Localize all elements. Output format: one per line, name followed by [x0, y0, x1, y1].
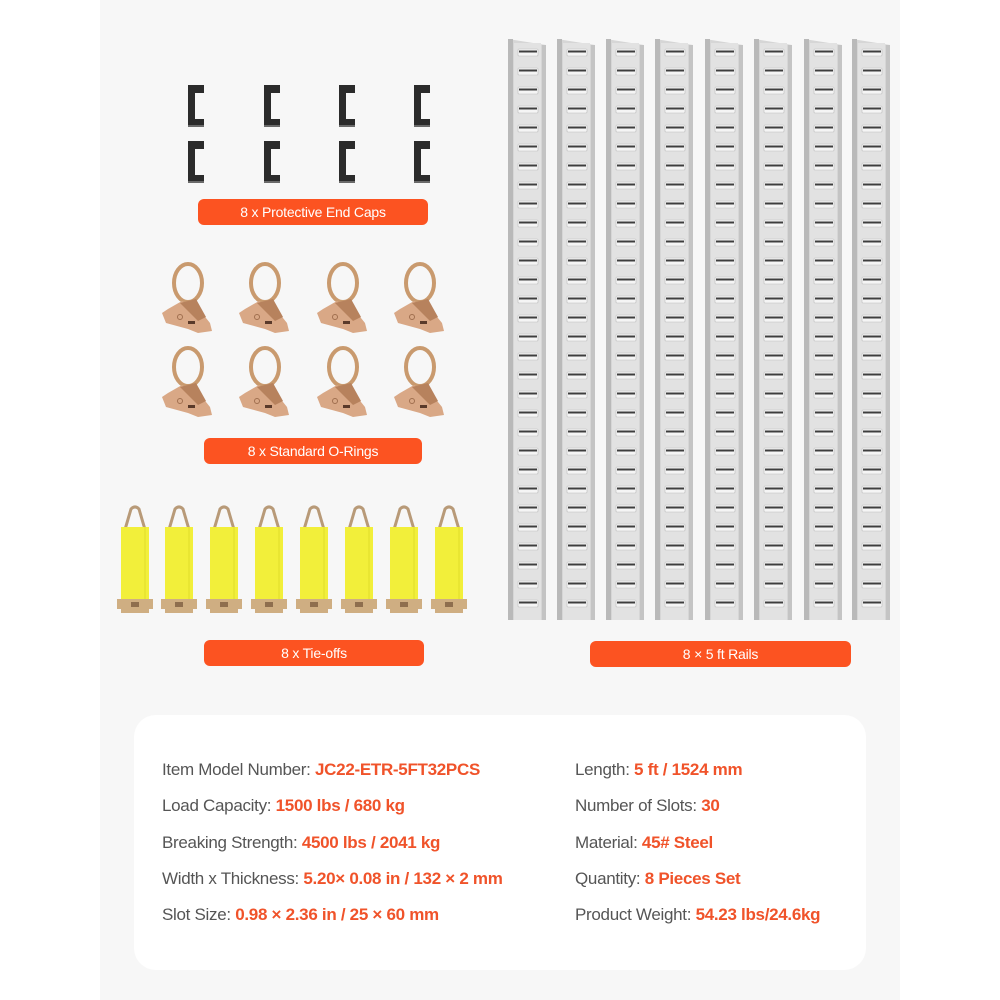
e-track-rail-icon: [752, 35, 796, 620]
spec-label: Load Capacity:: [162, 796, 276, 816]
spec-value: 30: [701, 796, 720, 816]
e-track-rail-icon: [802, 35, 846, 620]
spec-row-breaking-strength: Breaking Strength: 4500 lbs / 2041 kg: [162, 833, 503, 869]
spec-row-slot-size: Slot Size: 0.98 × 2.36 in / 25 × 60 mm: [162, 905, 503, 941]
e-track-rail-icon: [653, 35, 697, 620]
e-track-rail-icon: [555, 35, 599, 620]
tie-off-strap-icon: [340, 505, 378, 615]
end-cap-icon: [338, 84, 356, 128]
o-ring-icon: [235, 345, 293, 421]
tie-off-strap-icon: [385, 505, 423, 615]
spec-row-quantity: Quantity: 8 Pieces Set: [575, 869, 820, 905]
o-ring-icon: [235, 261, 293, 337]
tie-off-strap-icon: [205, 505, 243, 615]
end-cap-icon: [413, 140, 431, 184]
specs-left-column: Item Model Number: JC22-ETR-5FT32PCS Loa…: [162, 760, 503, 941]
o-ring-icon: [158, 261, 216, 337]
tie-off-strap-icon: [430, 505, 468, 615]
end-cap-icon: [187, 84, 205, 128]
o-ring-icon: [390, 261, 448, 337]
spec-label: Material:: [575, 832, 642, 852]
spec-row-load-capacity: Load Capacity: 1500 lbs / 680 kg: [162, 796, 503, 832]
spec-label: Product Weight:: [575, 905, 696, 925]
o-ring-icon: [313, 261, 371, 337]
e-track-rail-icon: [850, 35, 894, 620]
end-cap-icon: [187, 140, 205, 184]
end-cap-icon: [338, 140, 356, 184]
spec-label: Breaking Strength:: [162, 832, 302, 852]
tie-off-strap-icon: [250, 505, 288, 615]
specs-right-column: Length: 5 ft / 1524 mm Number of Slots: …: [575, 760, 821, 941]
tie-off-strap-icon: [160, 505, 198, 615]
spec-label: Length:: [575, 760, 635, 779]
end-cap-icon: [413, 84, 431, 128]
rails-label: 8 × 5 ft Rails: [590, 641, 851, 667]
spec-value: 45# Steel: [641, 832, 713, 852]
specifications-card: Item Model Number: JC22-ETR-5FT32PCS Loa…: [134, 715, 866, 970]
spec-row-product-weight: Product Weight: 54.23 lbs/24.6kg: [575, 905, 821, 941]
spec-value: 8 Pieces Set: [644, 868, 741, 888]
e-track-rail-icon: [604, 35, 648, 620]
spec-row-length: Length: 5 ft / 1524 mm: [575, 760, 820, 796]
spec-row-model-number: Item Model Number: JC22-ETR-5FT32PCS: [162, 760, 503, 796]
o-rings-label: 8 x Standard O-Rings: [204, 438, 422, 464]
spec-row-material: Material: 45# Steel: [575, 833, 820, 869]
spec-value: 54.23 lbs/24.6kg: [695, 905, 821, 925]
spec-label: Quantity:: [575, 868, 645, 888]
spec-value: 1500 lbs / 680 kg: [275, 796, 405, 816]
tie-off-strap-icon: [116, 505, 154, 615]
spec-label: Item Model Number:: [162, 760, 316, 779]
tie-offs-label: 8 x Tie-offs: [204, 640, 424, 666]
spec-label: Number of Slots:: [575, 796, 702, 816]
spec-row-number-of-slots: Number of Slots: 30: [575, 796, 820, 832]
tie-off-strap-icon: [295, 505, 333, 615]
spec-label: Slot Size:: [162, 905, 236, 925]
spec-value: 0.98 × 2.36 in / 25 × 60 mm: [235, 905, 439, 925]
end-caps-label: 8 x Protective End Caps: [198, 199, 428, 225]
end-cap-icon: [263, 140, 281, 184]
o-ring-icon: [158, 345, 216, 421]
e-track-rail-icon: [506, 35, 550, 620]
spec-label: Width x Thickness:: [162, 868, 304, 888]
spec-value: 5 ft / 1524 mm: [634, 760, 743, 779]
end-cap-icon: [263, 84, 281, 128]
spec-row-width-thickness: Width x Thickness: 5.20× 0.08 in / 132 ×…: [162, 869, 503, 905]
e-track-rail-icon: [703, 35, 747, 620]
o-ring-icon: [390, 345, 448, 421]
spec-value: 5.20× 0.08 in / 132 × 2 mm: [303, 868, 503, 888]
spec-value: 4500 lbs / 2041 kg: [301, 832, 441, 852]
spec-value: JC22-ETR-5FT32PCS: [315, 760, 480, 779]
o-ring-icon: [313, 345, 371, 421]
